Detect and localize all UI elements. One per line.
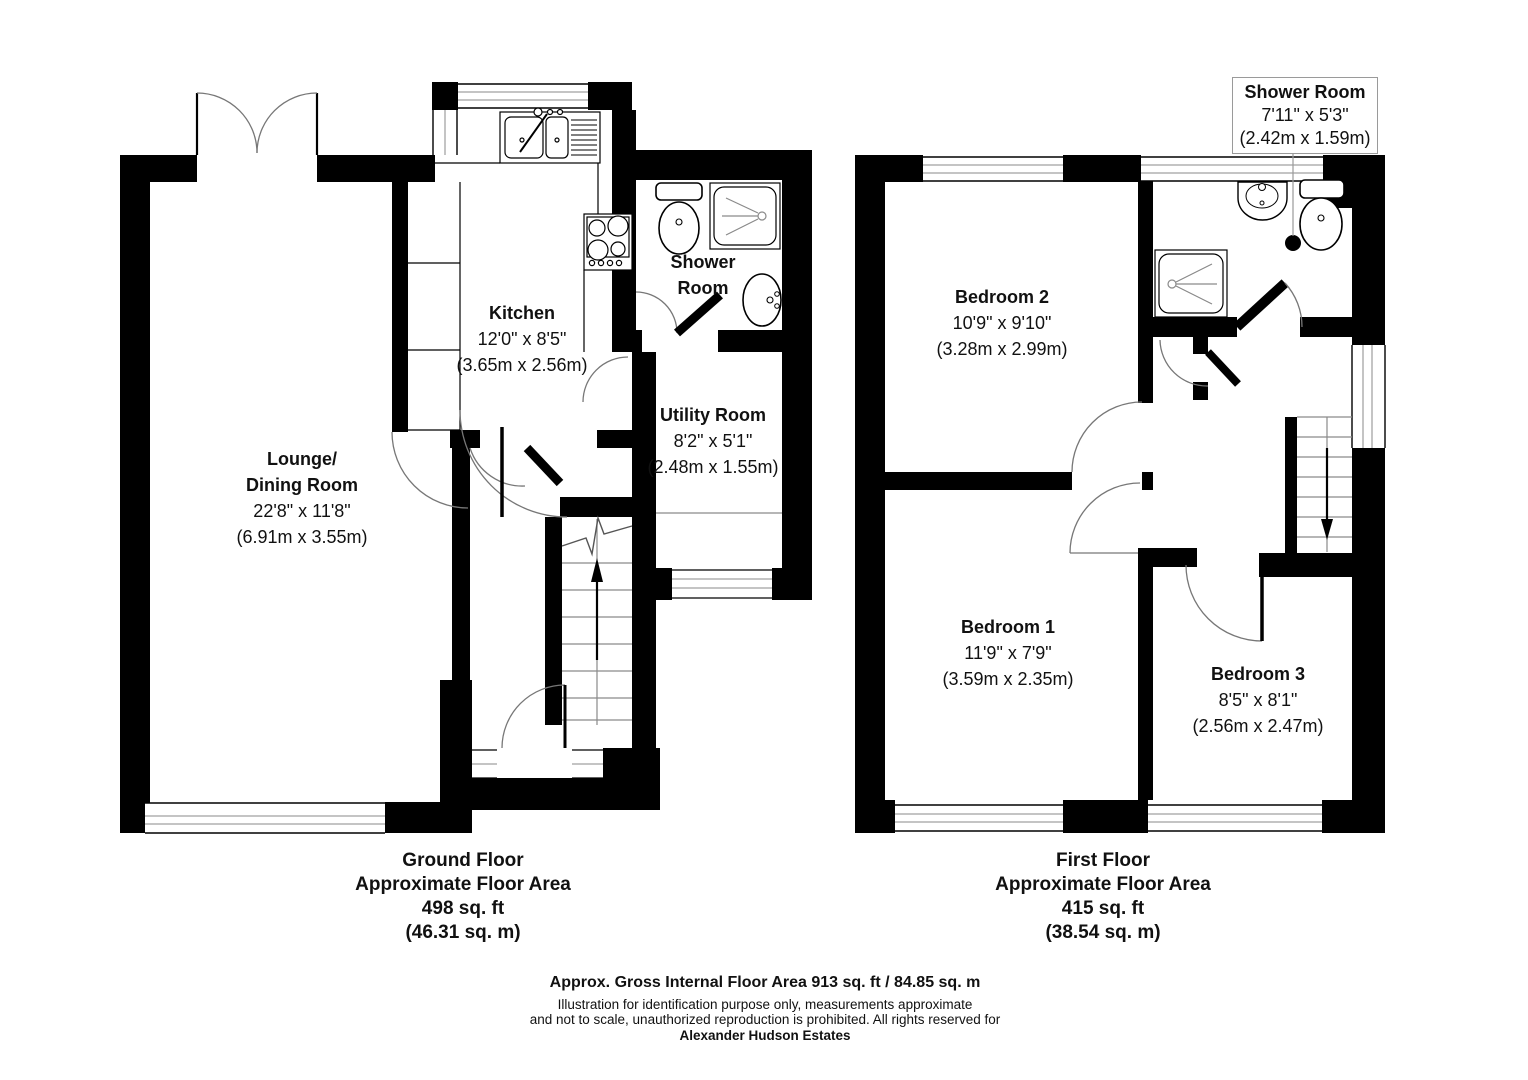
kitchen-sink — [499, 107, 601, 164]
door-arc — [1284, 282, 1303, 328]
room-dimensions-ft: 8'5" x 8'1" — [1218, 690, 1298, 710]
floor-area-sqft: 415 sq. ft — [1061, 898, 1145, 919]
bedroom3-window — [1148, 804, 1322, 832]
door-leaf — [674, 291, 723, 337]
room-name: Room — [677, 278, 729, 298]
room-name: Lounge/ — [266, 449, 337, 469]
kitchen-counter-lines — [405, 162, 599, 431]
door-arc — [1071, 401, 1143, 473]
room-name: Shower — [670, 252, 736, 272]
door-arc — [1069, 482, 1141, 554]
ground-floor-doors — [195, 92, 723, 749]
label-ground-shower-room: Shower Room — [670, 249, 735, 301]
ff-shower-tray — [1154, 249, 1228, 318]
room-name: Kitchen — [488, 303, 556, 323]
ff-wash-basin — [1237, 181, 1288, 221]
bedroom1-window — [895, 804, 1063, 832]
ground-floor-windows — [145, 83, 772, 834]
bedroom2-window — [923, 156, 1063, 182]
room-dimensions-m: (2.56m x 2.47m) — [1192, 716, 1324, 736]
shower-room-callout-box: Shower Room 7'11" x 5'3" (2.42m x 1.59m) — [1232, 77, 1378, 154]
room-dimensions-m: (2.48m x 1.55m) — [647, 457, 779, 477]
door-arc — [635, 291, 678, 334]
room-dimensions-m: (6.91m x 3.55m) — [236, 527, 368, 547]
stairs-up — [561, 515, 633, 725]
room-dimensions-ft: 11'9" x 7'9" — [964, 643, 1052, 663]
ff-toilet — [1299, 179, 1345, 251]
door-arc — [391, 431, 469, 509]
label-bedroom-3: Bedroom 3 8'5" x 8'1" (2.56m x 2.47m) — [1192, 661, 1323, 739]
room-dimensions-m: (3.59m x 2.35m) — [942, 669, 1074, 689]
ground-wash-basin — [742, 273, 782, 327]
stairs-down-arrow — [1321, 519, 1333, 540]
room-dimensions-ft: 8'2" x 5'1" — [673, 431, 753, 451]
room-dimensions-ft: 22'8" x 11'8" — [253, 501, 351, 521]
room-name: Shower Room — [1244, 82, 1366, 102]
door-arc — [459, 409, 568, 518]
stairs-up-arrow — [591, 558, 603, 582]
room-dimensions-m: (2.42m x 1.59m) — [1239, 128, 1371, 148]
first-floor-plan — [855, 148, 1386, 833]
lounge-window — [145, 802, 385, 834]
front-door-arc — [501, 684, 566, 749]
ground-shower-toilet — [655, 182, 703, 255]
room-dimensions-m: (3.65m x 2.56m) — [456, 355, 588, 375]
room-dimensions-ft: 10'9" x 9'10" — [952, 313, 1052, 333]
floor-title: Ground Floor — [402, 850, 524, 871]
first-floor-walls — [855, 155, 1385, 833]
room-dimensions-m: (3.28m x 2.99m) — [936, 339, 1068, 359]
floor-area-label: Approximate Floor Area — [355, 874, 571, 895]
door-leaf — [523, 444, 564, 487]
floor-area-sqm: (46.31 sq. m) — [405, 922, 521, 943]
label-utility-room: Utility Room 8'2" x 5'1" (2.48m x 1.55m) — [647, 402, 778, 480]
floor-area-label: Approximate Floor Area — [995, 874, 1211, 895]
gross-internal-area: Approx. Gross Internal Floor Area 913 sq… — [549, 974, 981, 991]
first-floor-doors — [1069, 279, 1303, 642]
door-arc — [196, 92, 258, 154]
callout-anchor-dot — [1285, 235, 1301, 251]
porch-window-left — [472, 749, 497, 779]
door-leaf — [1205, 349, 1241, 387]
door-arc — [256, 92, 318, 154]
label-bedroom-2: Bedroom 2 10'9" x 9'10" (3.28m x 2.99m) — [936, 284, 1067, 362]
disclaimer-line-1: Illustration for identification purpose … — [557, 997, 973, 1012]
room-name: Utility Room — [659, 405, 766, 425]
company-name: Alexander Hudson Estates — [679, 1028, 851, 1043]
stair-break-line — [561, 515, 633, 557]
disclaimer-line-2: and not to scale, unauthorized reproduct… — [529, 1012, 1001, 1027]
stair-side-window — [1351, 345, 1386, 448]
floor-area-sqm: (38.54 sq. m) — [1045, 922, 1161, 943]
porch-window-right — [572, 749, 603, 779]
room-name: Bedroom 3 — [1210, 664, 1306, 684]
kitchen-window — [458, 83, 588, 109]
shower-room-window — [1141, 156, 1323, 182]
ground-shower-tray — [709, 182, 781, 250]
door-arc — [1159, 339, 1209, 387]
door-arc — [582, 356, 629, 403]
room-dimensions-ft: 7'11" x 5'3" — [1261, 105, 1349, 125]
door-leaf — [1233, 279, 1289, 331]
label-lounge-dining-room: Lounge/ Dining Room 22'8" x 11'8" (6.91m… — [236, 446, 367, 550]
door-arc — [1185, 564, 1263, 642]
floor-area-sqft: 498 sq. ft — [421, 898, 505, 919]
room-name: Dining Room — [246, 475, 358, 495]
first-floor-caption: First Floor Approximate Floor Area 415 s… — [995, 849, 1211, 945]
label-bedroom-1: Bedroom 1 11'9" x 7'9" (3.59m x 2.35m) — [942, 614, 1073, 692]
floor-title: First Floor — [1056, 850, 1150, 871]
ground-floor-plan — [120, 82, 812, 834]
room-name: Bedroom 2 — [954, 287, 1050, 307]
hob — [583, 213, 633, 271]
door-arc — [469, 447, 526, 487]
utility-window — [672, 569, 772, 599]
label-kitchen: Kitchen 12'0" x 8'5" (3.65m x 2.56m) — [456, 300, 587, 378]
room-dimensions-ft: 12'0" x 8'5" — [477, 329, 567, 349]
ground-floor-caption: Ground Floor Approximate Floor Area 498 … — [355, 849, 571, 945]
stairs-down — [1297, 416, 1352, 552]
room-name: Bedroom 1 — [960, 617, 1056, 637]
kitchen-side-window — [432, 110, 458, 155]
